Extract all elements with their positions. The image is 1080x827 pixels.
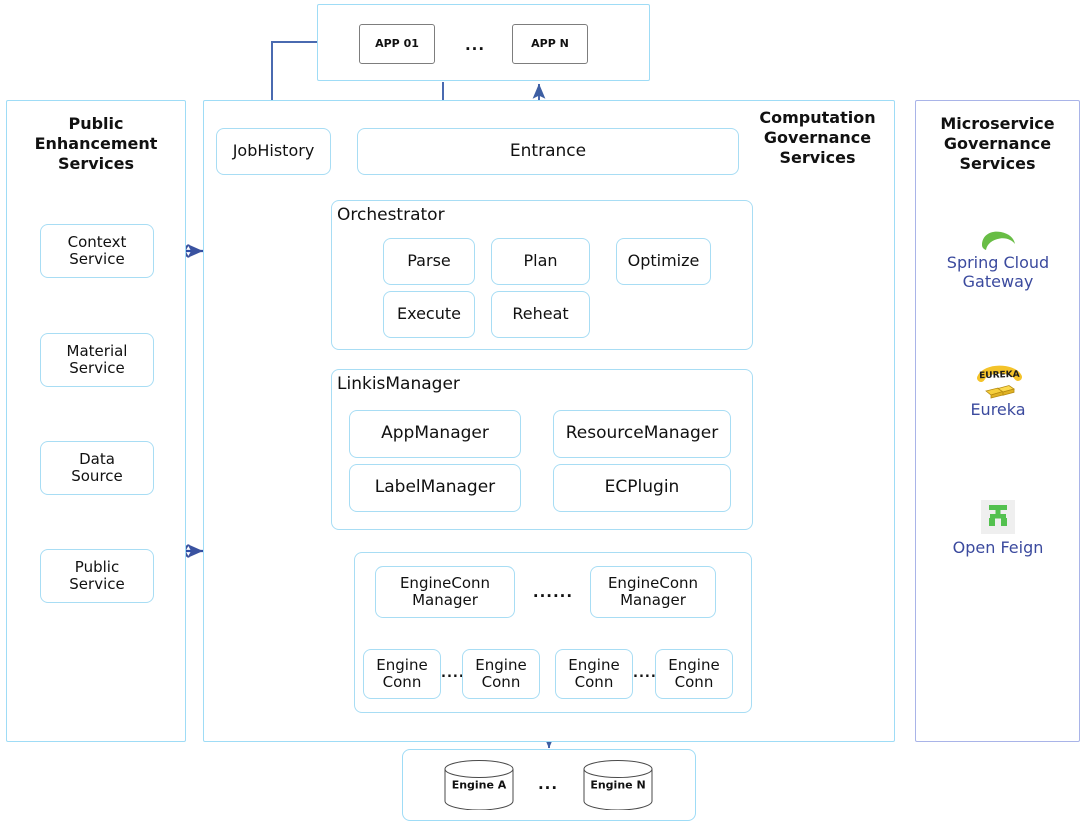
label-manager-box[interactable]: LabelManager: [349, 464, 521, 512]
orchestrator-execute-box[interactable]: Execute: [383, 291, 475, 338]
engine-n-label: Engine N: [590, 778, 646, 792]
public-enhancement-services-title: Public Enhancement Services: [34, 114, 158, 173]
resource-manager-box[interactable]: ResourceManager: [553, 410, 731, 458]
orchestrator-title: Orchestrator: [337, 205, 445, 225]
spring-leaf-icon: [976, 226, 1020, 256]
microservice-governance-services-panel: [915, 100, 1080, 742]
spring-cloud-gateway-label: Spring Cloud Gateway: [946, 253, 1050, 292]
engine-conn-box-3[interactable]: Engine Conn: [555, 649, 633, 699]
engine-conn-ellipsis-2: ....: [633, 666, 657, 681]
open-feign-icon: [981, 500, 1015, 534]
orchestrator-parse-box[interactable]: Parse: [383, 238, 475, 285]
computation-governance-services-title: Computation Governance Services: [759, 108, 876, 167]
engine-conn-box-1[interactable]: Engine Conn: [363, 649, 441, 699]
microservice-governance-services-title: Microservice Governance Services: [940, 114, 1055, 173]
engine-a-label: Engine A: [451, 778, 507, 792]
eureka-gold-bars-icon: EUREKA: [976, 364, 1024, 400]
engine-conn-ellipsis-1: ....: [441, 666, 465, 681]
engine-conn-box-2[interactable]: Engine Conn: [462, 649, 540, 699]
orchestrator-reheat-box[interactable]: Reheat: [491, 291, 590, 338]
material-service-box[interactable]: Material Service: [40, 333, 154, 387]
data-source-box[interactable]: Data Source: [40, 441, 154, 495]
entrance-box[interactable]: Entrance: [357, 128, 739, 175]
orchestrator-optimize-box[interactable]: Optimize: [616, 238, 711, 285]
public-service-box[interactable]: Public Service: [40, 549, 154, 603]
app-panel: [317, 4, 650, 81]
app-manager-box[interactable]: AppManager: [349, 410, 521, 458]
engine-n-cylinder[interactable]: Engine N: [583, 760, 653, 811]
linkis-manager-title: LinkisManager: [337, 374, 460, 394]
ec-plugin-box[interactable]: ECPlugin: [553, 464, 731, 512]
app-box-1[interactable]: APP 01: [359, 24, 435, 64]
engine-conn-manager-ellipsis: ......: [532, 583, 574, 601]
engine-panel-ellipsis: ...: [537, 775, 559, 793]
svg-text:EUREKA: EUREKA: [979, 370, 1020, 381]
engine-conn-manager-box-2[interactable]: EngineConn Manager: [590, 566, 716, 618]
app-box-2[interactable]: APP N: [512, 24, 588, 64]
engine-a-cylinder[interactable]: Engine A: [444, 760, 514, 811]
eureka-label: Eureka: [970, 400, 1026, 419]
open-feign-label: Open Feign: [952, 538, 1044, 557]
orchestrator-plan-box[interactable]: Plan: [491, 238, 590, 285]
engine-conn-box-4[interactable]: Engine Conn: [655, 649, 733, 699]
app-ellipsis: ...: [464, 36, 486, 54]
context-service-box[interactable]: Context Service: [40, 224, 154, 278]
engine-conn-manager-box-1[interactable]: EngineConn Manager: [375, 566, 515, 618]
public-enhancement-services-panel: [6, 100, 186, 742]
job-history-box[interactable]: JobHistory: [216, 128, 331, 175]
